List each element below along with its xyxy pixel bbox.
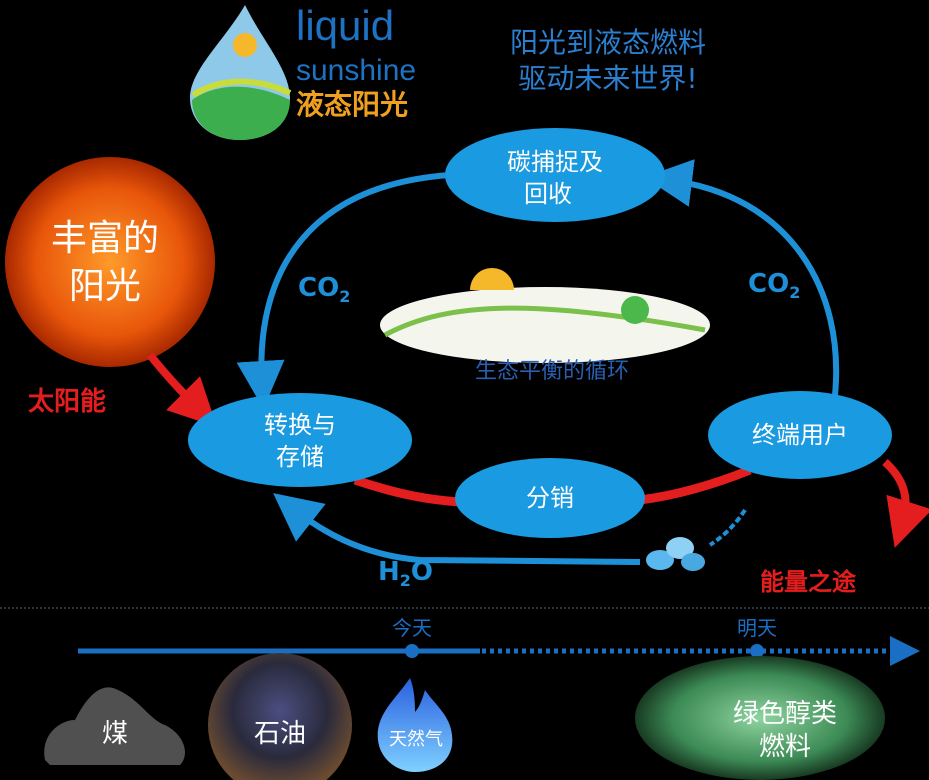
green-fuel-image: 绿色醇类 燃料 bbox=[635, 656, 885, 780]
co2-left-label: CO2 bbox=[298, 273, 350, 306]
energy-line-2 bbox=[639, 465, 752, 505]
node-carbon-capture: 碳捕捉及 回收 bbox=[445, 128, 665, 222]
today-label: 今天 bbox=[392, 616, 432, 640]
energy-out-arrow bbox=[882, 459, 929, 548]
h2o-label: H2O bbox=[378, 557, 433, 590]
co2-right-label: CO2 bbox=[748, 269, 800, 302]
svg-text:碳捕捉及: 碳捕捉及 bbox=[507, 148, 603, 176]
energy-path-label: 能量之途 bbox=[760, 568, 857, 596]
svg-text:绿色醇类: 绿色醇类 bbox=[733, 699, 837, 729]
sunrise-icon bbox=[470, 268, 514, 290]
energy-line-1 bbox=[353, 475, 461, 507]
node-convert-store: 转换与 存储 bbox=[188, 393, 412, 487]
natural-gas-flame-image: 天然气 bbox=[377, 678, 453, 772]
tomorrow-label: 明天 bbox=[737, 616, 777, 640]
cycle-label: 生态平衡的循环 bbox=[475, 359, 629, 384]
svg-text:燃料: 燃料 bbox=[759, 732, 811, 762]
tomorrow-marker bbox=[750, 644, 764, 658]
eco-cycle-image bbox=[380, 268, 710, 363]
node-end-user: 终端用户 bbox=[708, 391, 892, 479]
svg-text:石油: 石油 bbox=[254, 719, 306, 749]
oil-image: 石油 bbox=[208, 653, 352, 780]
logo-sunshine: sunshine bbox=[296, 54, 416, 87]
logo-liquid: liquid bbox=[296, 2, 394, 49]
svg-text:存储: 存储 bbox=[276, 443, 324, 471]
solar-arrow bbox=[146, 352, 217, 427]
svg-text:转换与: 转换与 bbox=[264, 411, 336, 439]
today-marker bbox=[405, 644, 419, 658]
sun-image bbox=[5, 157, 215, 367]
sun-label-1: 丰富的 bbox=[51, 218, 159, 259]
node-distribution: 分销 bbox=[455, 458, 645, 538]
water-return-arrow bbox=[273, 493, 641, 565]
solar-energy-label: 太阳能 bbox=[28, 386, 106, 417]
cycle-arrow-left bbox=[236, 172, 451, 409]
logo-chinese: 液态阳光 bbox=[296, 88, 408, 121]
svg-text:分销: 分销 bbox=[526, 484, 574, 512]
cycle-arrow-right bbox=[644, 159, 840, 396]
svg-text:煤: 煤 bbox=[102, 719, 128, 749]
svg-text:天然气: 天然气 bbox=[389, 729, 443, 750]
drip-arrow bbox=[708, 508, 747, 547]
liquid-sunshine-logo: liquid sunshine 液态阳光 bbox=[190, 2, 416, 140]
svg-text:回收: 回收 bbox=[524, 180, 572, 208]
headline-line1: 阳光到液态燃料 bbox=[510, 26, 706, 59]
water-drops-icon bbox=[646, 537, 705, 571]
headline-line2: 驱动未来世界! bbox=[518, 62, 697, 95]
sun-label-2: 阳光 bbox=[69, 266, 141, 307]
coal-image: 煤 bbox=[44, 687, 186, 765]
logo-sun-icon bbox=[233, 33, 257, 57]
svg-text:终端用户: 终端用户 bbox=[752, 421, 848, 449]
